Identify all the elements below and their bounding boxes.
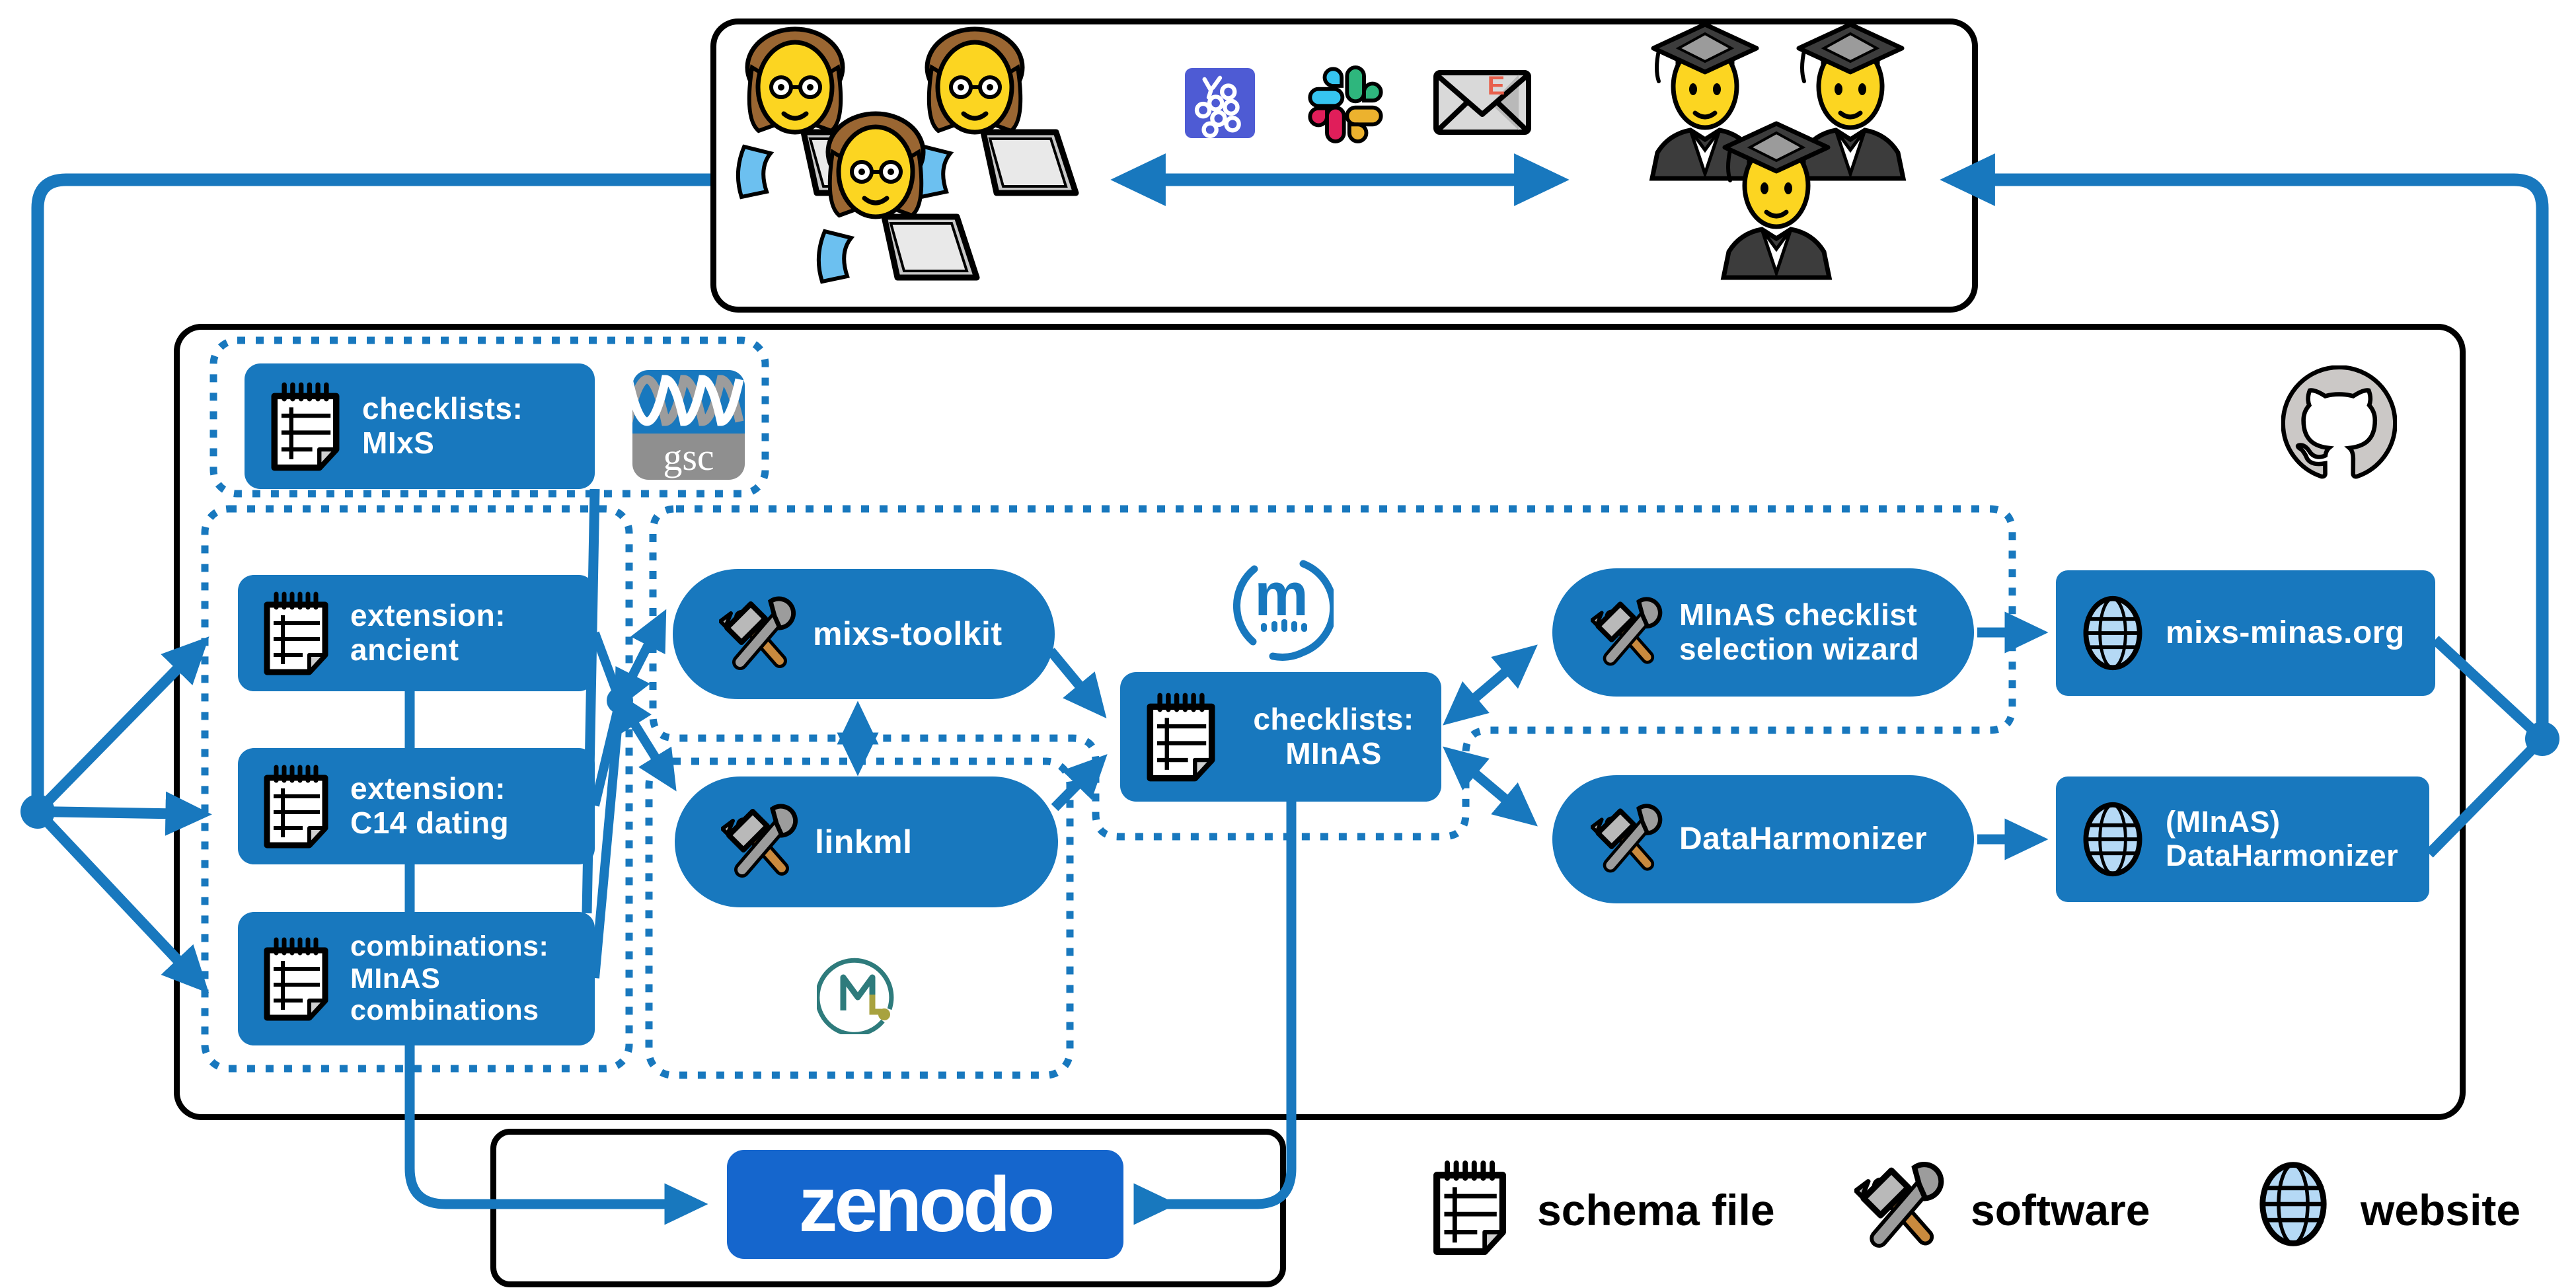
node-extension-c14: extension: C14 dating	[238, 748, 595, 864]
schema-file-icon	[256, 763, 336, 849]
legend-software-icon	[1854, 1160, 1947, 1252]
legend-schema-file-icon	[1425, 1158, 1515, 1256]
node-combinations: combinations: MInAS combinations	[238, 912, 595, 1045]
email-letter: E	[1488, 71, 1505, 100]
node-label: DataHarmonizer	[1679, 821, 1928, 856]
node-label: MInAS	[350, 962, 441, 995]
node-label: MIxS	[362, 426, 435, 460]
node-label: DataHarmonizer	[2166, 839, 2399, 872]
node-label: (MInAS)	[2166, 805, 2281, 839]
node-dataharmonizer: DataHarmonizer	[1552, 775, 1974, 903]
node-label: linkml	[815, 823, 913, 860]
node-website-mixs-minas: mixs-minas.org	[2056, 570, 2435, 696]
node-minas-checklists: checklists: MInAS	[1120, 672, 1441, 802]
github-icon	[2281, 365, 2397, 479]
schema-file-icon	[256, 590, 336, 676]
mixs-m-letter: m	[1254, 561, 1308, 628]
grapes-cluster-icon	[1185, 68, 1255, 138]
maintainer-figures	[720, 26, 1143, 297]
arrows	[20, 153, 2559, 1225]
node-label: checklists:	[1253, 702, 1414, 737]
dotted-region-mixs-repo	[209, 336, 769, 498]
linkml-logo	[817, 958, 894, 1034]
node-label: combinations:	[350, 930, 549, 963]
node-website-dataharmonizer: (MInAS) DataHarmonizer	[2056, 777, 2429, 902]
node-label: ancient	[350, 632, 459, 667]
node-label: extension:	[350, 598, 506, 633]
email-icon: E	[1433, 70, 1531, 135]
main-development-box	[174, 324, 2466, 1120]
schema-file-icon	[256, 936, 336, 1022]
node-label: combinations	[350, 995, 539, 1027]
node-label: checklists:	[362, 391, 523, 426]
legend-schema-file-label: schema file	[1537, 1186, 1775, 1234]
node-label: extension:	[350, 771, 506, 806]
website-icon	[2074, 799, 2151, 880]
software-icon	[1591, 595, 1665, 669]
slack-icon	[1308, 65, 1383, 143]
schema-file-icon	[1139, 691, 1223, 782]
legend-website-icon	[2250, 1158, 2337, 1250]
node-label: mixs-toolkit	[813, 615, 1003, 653]
software-icon	[1591, 802, 1665, 876]
node-mixs-checklists: checklists: MIxS	[245, 363, 595, 489]
legend-software-label: software	[1971, 1186, 2150, 1234]
route-community-to-extensions	[31, 173, 710, 812]
schema-file-icon	[263, 381, 348, 472]
route-minas-to-zenodo	[1133, 802, 1297, 1225]
node-extension-ancient: extension: ancient	[238, 575, 595, 691]
student-figures	[1632, 23, 1943, 294]
node-checklist-wizard: MInAS checklist selection wizard	[1552, 568, 1974, 697]
mixs-logo: m	[1232, 560, 1334, 661]
software-icon	[719, 595, 798, 674]
zenodo-logo: zenodo	[727, 1150, 1123, 1259]
node-label: MInAS checklist	[1679, 597, 1918, 632]
gsc-label: gsc	[663, 435, 714, 478]
route-websites-to-community	[1940, 153, 2549, 739]
node-mixs-toolkit: mixs-toolkit	[673, 569, 1055, 699]
node-linkml: linkml	[675, 777, 1058, 907]
node-label: C14 dating	[350, 806, 510, 840]
zenodo-wordmark: zenodo	[798, 1160, 1055, 1248]
route-schemas-to-zenodo	[404, 1043, 708, 1225]
gsc-logo: gsc	[632, 370, 745, 480]
software-icon	[721, 802, 800, 882]
node-label: mixs-minas.org	[2166, 615, 2405, 650]
website-icon	[2074, 593, 2151, 673]
node-label: selection wizard	[1679, 632, 1920, 666]
node-label: MInAS	[1285, 736, 1382, 771]
gsc-dna-art	[632, 370, 745, 434]
legend-website-label: website	[2361, 1186, 2521, 1234]
